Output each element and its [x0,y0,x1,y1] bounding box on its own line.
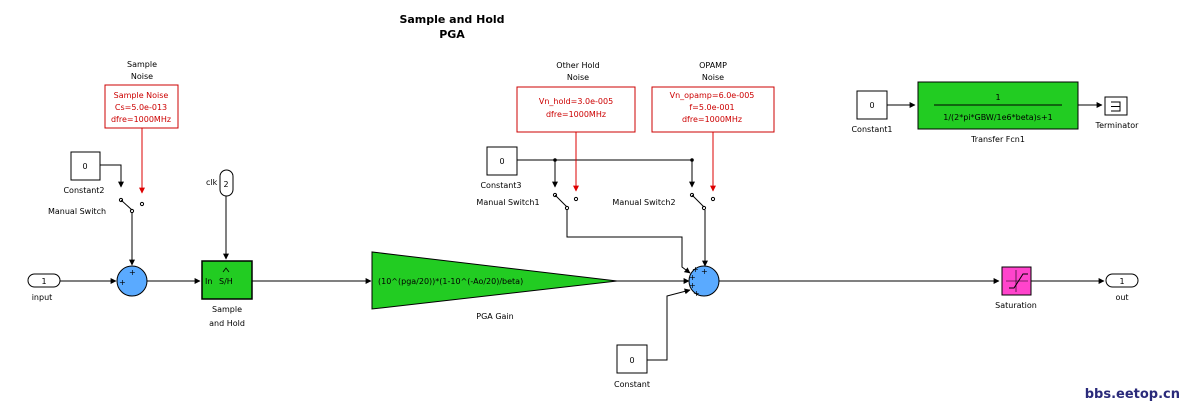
opamp-noise-block[interactable]: OPAMP Noise Vn_opamp=6.0e-005 f=5.0e-001… [651,61,775,133]
constant2-value: 0 [82,162,87,171]
sum-block-2[interactable]: + + + + + [688,265,720,298]
pga-gain-block[interactable]: (10^(pga/20))*(1-10^(-Ao/20)/beta) PGA G… [371,251,618,321]
constant-label: Constant [614,380,650,389]
opamp-noise-line3: dfre=1000MHz [682,115,742,124]
sample-noise-line1: Sample Noise [114,91,169,100]
svg-text:+: + [692,265,699,274]
opamp-noise-line2: f=5.0e-001 [689,103,734,112]
constant1-value: 0 [869,101,874,110]
sum-block-1[interactable]: + + [116,265,148,297]
outport-label: out [1115,293,1128,302]
pga-gain-label: PGA Gain [476,312,513,321]
clk-inport[interactable]: 2 clk [206,169,234,197]
constant2-label: Constant2 [63,186,104,195]
transfer-fcn-numerator: 1 [995,93,1000,102]
svg-text:+: + [129,268,136,277]
transfer-fcn-block[interactable]: 1 1/(2*pi*GBW/1e6*beta)s+1 Transfer Fcn1 [917,81,1079,144]
manual-switch-2[interactable]: Manual Switch2 [612,192,716,211]
svg-text:+: + [689,273,696,282]
other-hold-line1: Vn_hold=3.0e-005 [539,97,613,106]
svg-text:+: + [689,281,696,290]
wires [60,102,1105,361]
manual-switch[interactable]: Manual Switch [48,197,145,216]
inport-input[interactable]: 1 input [27,273,61,302]
opamp-noise-title-1: OPAMP [699,61,727,70]
transfer-fcn-label: Transfer Fcn1 [970,135,1025,144]
pga-gain-expr: (10^(pga/20))*(1-10^(-Ao/20)/beta) [378,277,523,286]
constant3-value: 0 [499,157,504,166]
constant3-block[interactable]: 0 Constant3 [480,146,522,190]
sample-hold-label-1: Sample [212,305,242,314]
svg-text:+: + [693,289,700,298]
sample-noise-line2: Cs=5.0e-013 [115,103,167,112]
constant-value: 0 [629,356,634,365]
saturation-label: Saturation [995,301,1037,310]
junctions [553,158,694,162]
saturation-block[interactable]: Saturation [995,266,1037,310]
outport-number: 1 [1119,277,1124,286]
manual-switch-1-label: Manual Switch1 [476,198,539,207]
clk-label: clk [206,178,218,187]
sample-hold-block[interactable]: In S/H Sample and Hold [201,260,253,328]
terminator-label: Terminator [1095,121,1140,130]
terminator-block[interactable]: Terminator [1095,96,1140,130]
clk-number: 2 [223,180,228,189]
sample-hold-port: In [205,277,212,286]
title-line1: Sample and Hold [399,13,504,26]
svg-text:+: + [119,278,126,287]
constant3-label: Constant3 [480,181,521,190]
manual-switch-label: Manual Switch [48,207,106,216]
svg-text:+: + [701,267,708,276]
other-hold-title-2: Noise [567,73,589,82]
sample-hold-text: S/H [219,277,233,286]
other-hold-title-1: Other Hold [556,61,599,70]
opamp-noise-title-2: Noise [702,73,724,82]
other-hold-line2: dfre=1000MHz [546,110,606,119]
manual-switch-1[interactable]: Manual Switch1 [476,192,579,211]
constant1-label: Constant1 [851,125,892,134]
opamp-noise-line1: Vn_opamp=6.0e-005 [670,91,755,100]
sample-noise-title-1: Sample [127,60,157,69]
watermark: bbs.eetop.cn [1085,387,1180,402]
title-line2: PGA [439,28,465,41]
sample-noise-title-2: Noise [131,72,153,81]
sample-noise-block[interactable]: Sample Noise Sample Noise Cs=5.0e-013 df… [104,60,179,129]
transfer-fcn-denominator: 1/(2*pi*GBW/1e6*beta)s+1 [943,113,1053,122]
constant1-block[interactable]: 0 Constant1 [851,90,893,134]
inport-number: 1 [41,277,46,286]
other-hold-noise-block[interactable]: Other Hold Noise Vn_hold=3.0e-005 dfre=1… [516,61,636,133]
outport-out[interactable]: 1 out [1105,273,1139,302]
sample-hold-label-2: and Hold [209,319,245,328]
noise-wires [139,128,716,194]
inport-label: input [32,293,53,302]
manual-switch-2-label: Manual Switch2 [612,198,675,207]
constant2-block[interactable]: 0 Constant2 [63,151,105,195]
sample-noise-line3: dfre=1000MHz [111,115,171,124]
constant-block[interactable]: 0 Constant [614,344,650,389]
